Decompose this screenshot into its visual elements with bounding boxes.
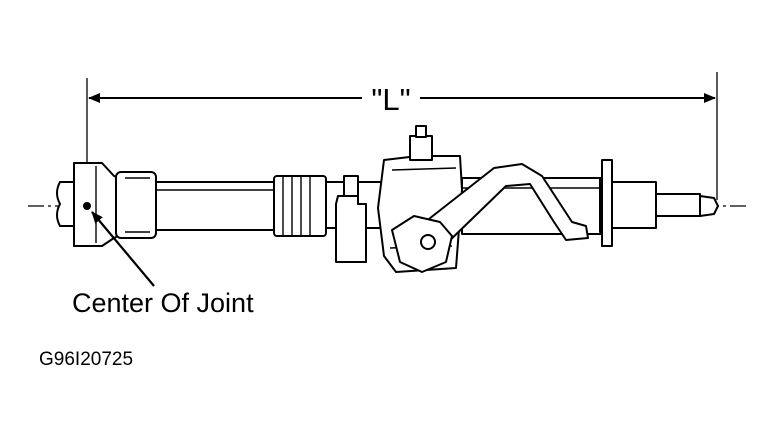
figure-code: G96I20725	[39, 349, 133, 370]
callout-leader-line	[91, 211, 155, 287]
center-of-joint-label: Center Of Joint	[72, 288, 254, 318]
tilt-lever	[419, 163, 589, 247]
steering-column	[56, 125, 719, 273]
length-dimension: "L"	[86, 72, 718, 245]
dimension-label: "L"	[371, 82, 410, 117]
column-flange	[601, 159, 613, 247]
shaft-collar	[611, 181, 657, 229]
lower-shaft-stub	[56, 181, 79, 227]
upper-shaft	[655, 193, 701, 217]
bracket-stud	[343, 175, 359, 197]
joint-center-point	[83, 202, 91, 210]
top-switch	[409, 135, 433, 161]
mounting-bracket	[335, 195, 367, 263]
joint-clamp	[115, 171, 157, 239]
intermediate-shaft	[155, 181, 275, 231]
pivot-bolt	[420, 234, 436, 250]
collapsible-section	[273, 175, 327, 237]
spline-end	[699, 195, 719, 217]
switch-connector	[415, 125, 427, 138]
